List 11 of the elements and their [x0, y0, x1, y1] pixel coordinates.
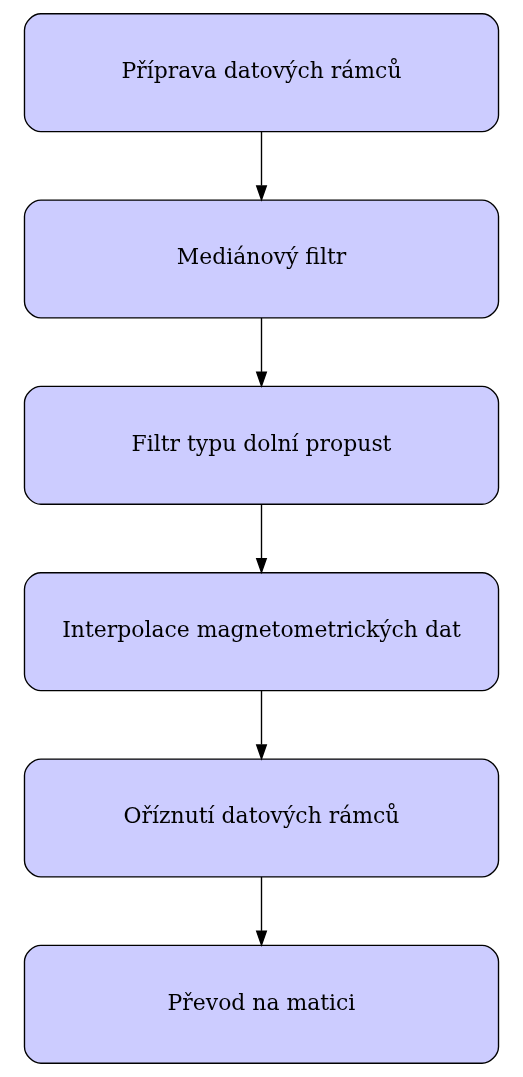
node-box: Filtr typu dolní propust	[23, 385, 500, 505]
node-box: Oříznutí datových rámců	[23, 758, 500, 878]
arrow	[255, 503, 268, 575]
arrow	[255, 317, 268, 389]
node-box: Převod na matici	[23, 944, 500, 1064]
arrow	[255, 130, 268, 202]
node-box: Příprava datových rámců	[23, 13, 500, 133]
arrow	[255, 689, 268, 761]
node-box: Mediánový filtr	[23, 199, 500, 319]
arrow	[255, 876, 268, 947]
node-box: Interpolace magnetometrických dat	[23, 572, 500, 692]
